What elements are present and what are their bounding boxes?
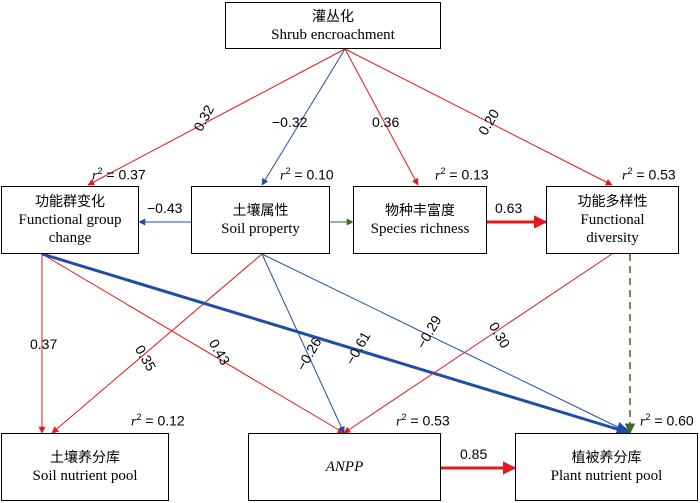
r2-soil-property: r2 = 0.10 (280, 166, 334, 184)
node-plant-nutrient-en: Plant nutrient pool (550, 468, 663, 484)
coef-species-richness-functional-diversity: 0.63 (495, 200, 523, 216)
node-plant-nutrient-zh: 植被养分库 (571, 450, 642, 466)
r2-anpp: r2 = 0.53 (396, 412, 450, 430)
coef-shrub-species-richness: 0.36 (372, 114, 400, 130)
node-anpp-en: ANPP (325, 459, 364, 475)
node-functional-group-zh: 功能群变化 (35, 194, 105, 210)
r2-species-richness: r2 = 0.13 (435, 166, 489, 184)
arrow-shrub-to-species-richness (344, 48, 419, 186)
r2-soil-nutrient: r2 = 0.12 (131, 412, 185, 430)
coef-shrub-soil-property: −0.32 (272, 114, 308, 130)
node-functional-diversity: 功能多样性 Functional diversity (546, 186, 679, 254)
node-soil-nutrient-zh: 土壤养分库 (50, 450, 120, 466)
r2-plant-nutrient: r2 = 0.60 (640, 412, 694, 430)
node-functional-diversity-zh: 功能多样性 (577, 194, 648, 210)
coef-anpp-plant-nutrient: 0.85 (460, 446, 488, 462)
node-functional-group-change: 功能群变化 Functional group change (1, 186, 139, 254)
node-soil-property: 土壤属性 Soil property (191, 186, 330, 254)
r2-functional-diversity: r2 = 0.53 (622, 166, 676, 184)
node-plant-nutrient-pool: 植被养分库 Plant nutrient pool (515, 433, 698, 501)
coef-soil-property-functional-group: −0.43 (147, 200, 183, 216)
node-soil-nutrient-en: Soil nutrient pool (32, 468, 138, 484)
arrow-shrub-to-functional-diversity (344, 48, 613, 186)
node-functional-group-en: Functional group change (18, 212, 122, 246)
node-shrub-en: Shrub encroachment (271, 26, 395, 43)
arrow-shrub-to-functional-group (87, 48, 346, 186)
node-soil-property-zh: 土壤属性 (232, 203, 289, 219)
node-species-richness: 物种丰富度 Species richness (353, 186, 487, 254)
node-shrub-encroachment: 灌丛化 Shrub encroachment (225, 2, 441, 49)
r2-functional-group: r2 = 0.37 (92, 166, 146, 184)
arrow-soil-property-to-soil-nutrient (51, 253, 263, 434)
node-soil-nutrient-pool: 土壤养分库 Soil nutrient pool (1, 433, 169, 501)
arrow-soil-property-to-plant-nutrient (261, 253, 631, 434)
coef-functional-group-soil-nutrient: 0.37 (30, 336, 58, 352)
node-anpp: ANPP (248, 433, 441, 501)
node-shrub-zh: 灌丛化 (312, 8, 354, 25)
node-functional-diversity-en: Functional diversity (580, 212, 645, 246)
node-species-richness-en: Species richness (370, 221, 470, 237)
arrow-soil-property-to-anpp (261, 253, 345, 434)
arrow-functional-diversity-to-anpp (343, 253, 613, 434)
arrow-functional-group-to-plant-nutrient (41, 252, 632, 437)
node-species-richness-zh: 物种丰富度 (385, 203, 455, 219)
arrow-functional-group-to-anpp (41, 253, 345, 434)
arrow-shrub-to-soil-property (261, 48, 346, 186)
node-soil-property-en: Soil property (221, 221, 300, 237)
